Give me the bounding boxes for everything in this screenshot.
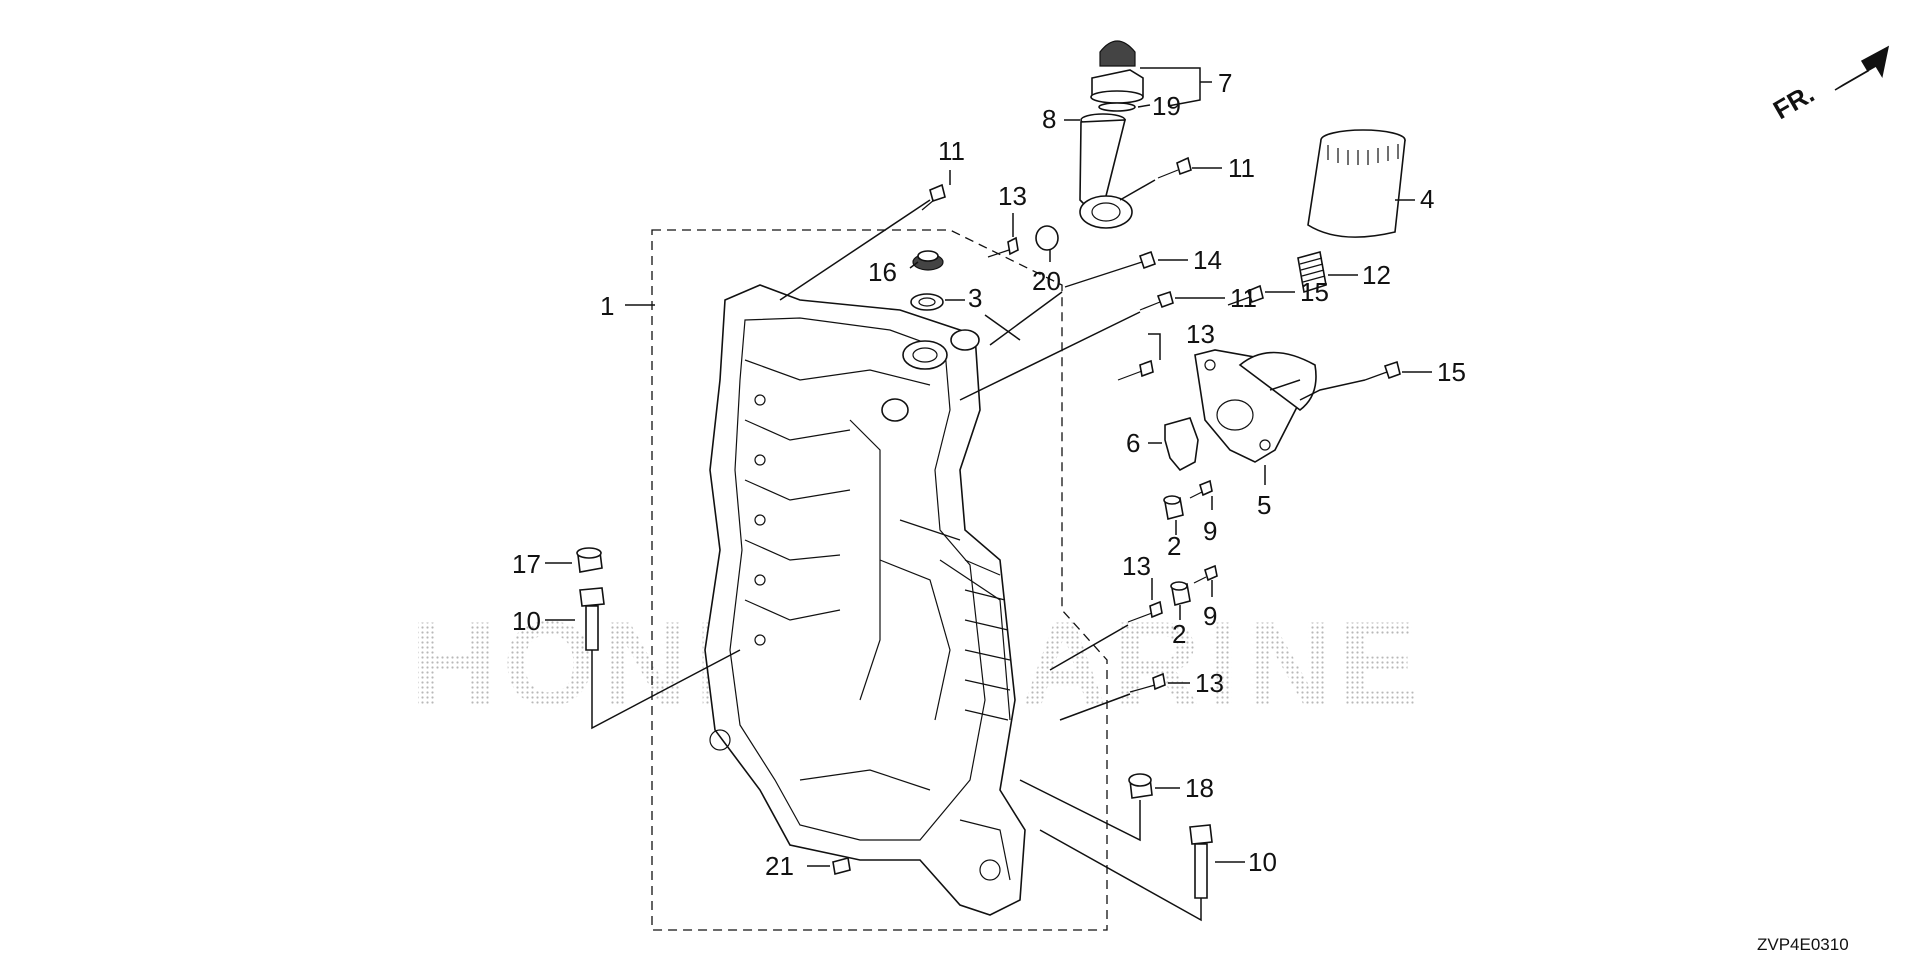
callout-13-mid: 13 [1122,551,1151,581]
callout-10-left: 10 [512,606,541,636]
callout-19: 19 [1152,91,1181,121]
part-12-stud [1297,250,1327,294]
callout-2-lower: 2 [1172,619,1186,649]
callout-18: 18 [1185,773,1214,803]
part-8-filler-tube [1079,113,1133,229]
callout-12: 12 [1362,260,1391,290]
oil-pan-assembly [651,229,1108,931]
diagram-code: ZVP4E0310 [1757,935,1849,954]
callout-10-right: 10 [1248,847,1277,877]
front-direction-indicator: FR. [1768,45,1890,125]
callout-17: 17 [512,549,541,579]
callouts: 1 2 2 3 4 5 6 7 8 9 9 10 10 11 11 11 12 … [512,68,1466,881]
callout-15-right: 15 [1437,357,1466,387]
callout-11-mid: 11 [1230,283,1257,313]
callout-7: 7 [1218,68,1232,98]
part-16-plug [912,250,944,271]
part-17-cap [576,547,603,573]
part-6-gasket [1164,417,1199,472]
callout-5: 5 [1257,490,1271,520]
callout-4: 4 [1420,184,1434,214]
callout-11-right: 11 [1228,153,1255,183]
callout-20: 20 [1032,266,1061,296]
callout-2-upper: 2 [1167,531,1181,561]
front-label: FR. [1768,78,1819,125]
part-2-dowel-upper [1163,495,1184,520]
callout-3: 3 [968,283,982,313]
callout-15-upper: 15 [1300,277,1329,307]
part-18-cap [1128,773,1153,799]
part-21-dowel [832,857,851,875]
part-3-washer [910,293,944,311]
part-4-oil-filter [1307,129,1406,238]
part-2-dowel-lower [1170,581,1191,606]
front-arrow-icon [1834,45,1890,91]
callout-1: 1 [600,291,614,321]
leader-lines [545,67,1432,922]
callout-13-filter: 13 [1186,319,1215,349]
callout-8: 8 [1042,104,1056,134]
callout-13-lower: 13 [1195,668,1224,698]
callout-11-top: 11 [938,136,965,166]
part-20-o-ring [1035,225,1059,251]
callout-6: 6 [1126,428,1140,458]
bolts [579,156,1401,899]
callout-13-top: 13 [998,181,1027,211]
callout-14: 14 [1193,245,1222,275]
part-19-o-ring [1098,102,1136,112]
callout-9-lower: 9 [1203,601,1217,631]
part-5-filter-base [1194,349,1317,463]
callout-9-upper: 9 [1203,516,1217,546]
callout-21: 21 [765,851,794,881]
callout-16: 16 [868,257,897,287]
part-7-filler-cap [1090,40,1144,104]
